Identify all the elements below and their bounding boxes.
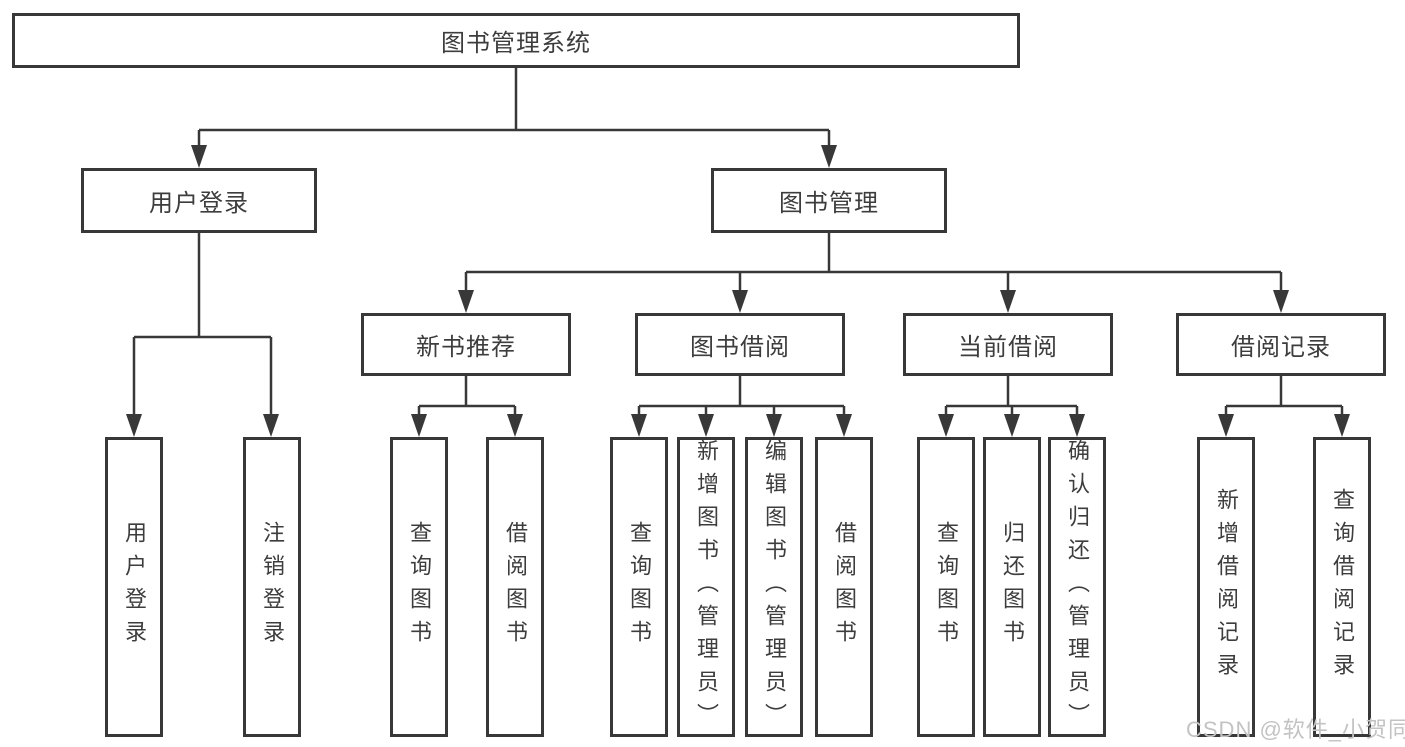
node-book-management: 图书管理 [711,168,947,233]
node-new-book-recommend: 新书推荐 [361,313,571,376]
leaf-user-login: 用户登录 [105,437,163,737]
leaf-borrow-book-recommend-label: 借阅图书 [503,521,528,653]
leaf-query-book-borrow-label: 查询图书 [627,521,652,653]
node-library-system: 图书管理系统 [12,13,1020,68]
node-borrow-records: 借阅记录 [1176,313,1386,376]
leaf-add-book-admin: 新增图书（管理员） [677,437,735,737]
leaf-borrow-book: 借阅图书 [815,437,873,737]
node-book-management-label: 图书管理 [779,190,879,217]
node-library-system-label: 图书管理系统 [441,30,591,57]
node-user-login-label: 用户登录 [149,190,249,217]
leaf-query-book-recommend: 查询图书 [390,437,448,737]
leaf-confirm-return-admin: 确认归还（管理员） [1048,437,1106,737]
leaf-user-login-label: 用户登录 [122,521,147,653]
leaf-confirm-return-admin-label: 确认归还（管理员） [1065,438,1090,736]
leaf-query-book-recommend-label: 查询图书 [407,521,432,653]
node-book-borrow: 图书借阅 [635,313,845,376]
node-new-book-recommend-label: 新书推荐 [416,334,516,361]
node-user-login: 用户登录 [81,168,317,233]
leaf-query-book-current-label: 查询图书 [934,521,959,653]
leaf-edit-book-admin: 编辑图书（管理员） [745,437,803,737]
leaf-add-borrow-record-label: 新增借阅记录 [1214,488,1239,686]
leaf-borrow-book-label: 借阅图书 [832,521,857,653]
leaf-query-book-borrow: 查询图书 [610,437,668,737]
leaf-add-borrow-record: 新增借阅记录 [1197,437,1255,737]
node-book-borrow-label: 图书借阅 [690,334,790,361]
leaf-add-book-admin-label: 新增图书（管理员） [694,438,719,736]
node-borrow-records-label: 借阅记录 [1231,334,1331,361]
leaf-query-book-current: 查询图书 [917,437,975,737]
leaf-query-borrow-record: 查询借阅记录 [1313,437,1371,737]
node-current-borrow: 当前借阅 [903,313,1113,376]
leaf-return-book-label: 归还图书 [1000,521,1025,653]
leaf-query-borrow-record-label: 查询借阅记录 [1330,488,1355,686]
leaf-logout-login: 注销登录 [243,437,301,737]
leaf-borrow-book-recommend: 借阅图书 [486,437,544,737]
leaf-logout-login-label: 注销登录 [260,521,285,653]
leaf-return-book: 归还图书 [983,437,1041,737]
watermark: CSDN @软件_小贺同学 [1186,717,1405,742]
leaf-edit-book-admin-label: 编辑图书（管理员） [762,438,787,736]
node-current-borrow-label: 当前借阅 [958,334,1058,361]
